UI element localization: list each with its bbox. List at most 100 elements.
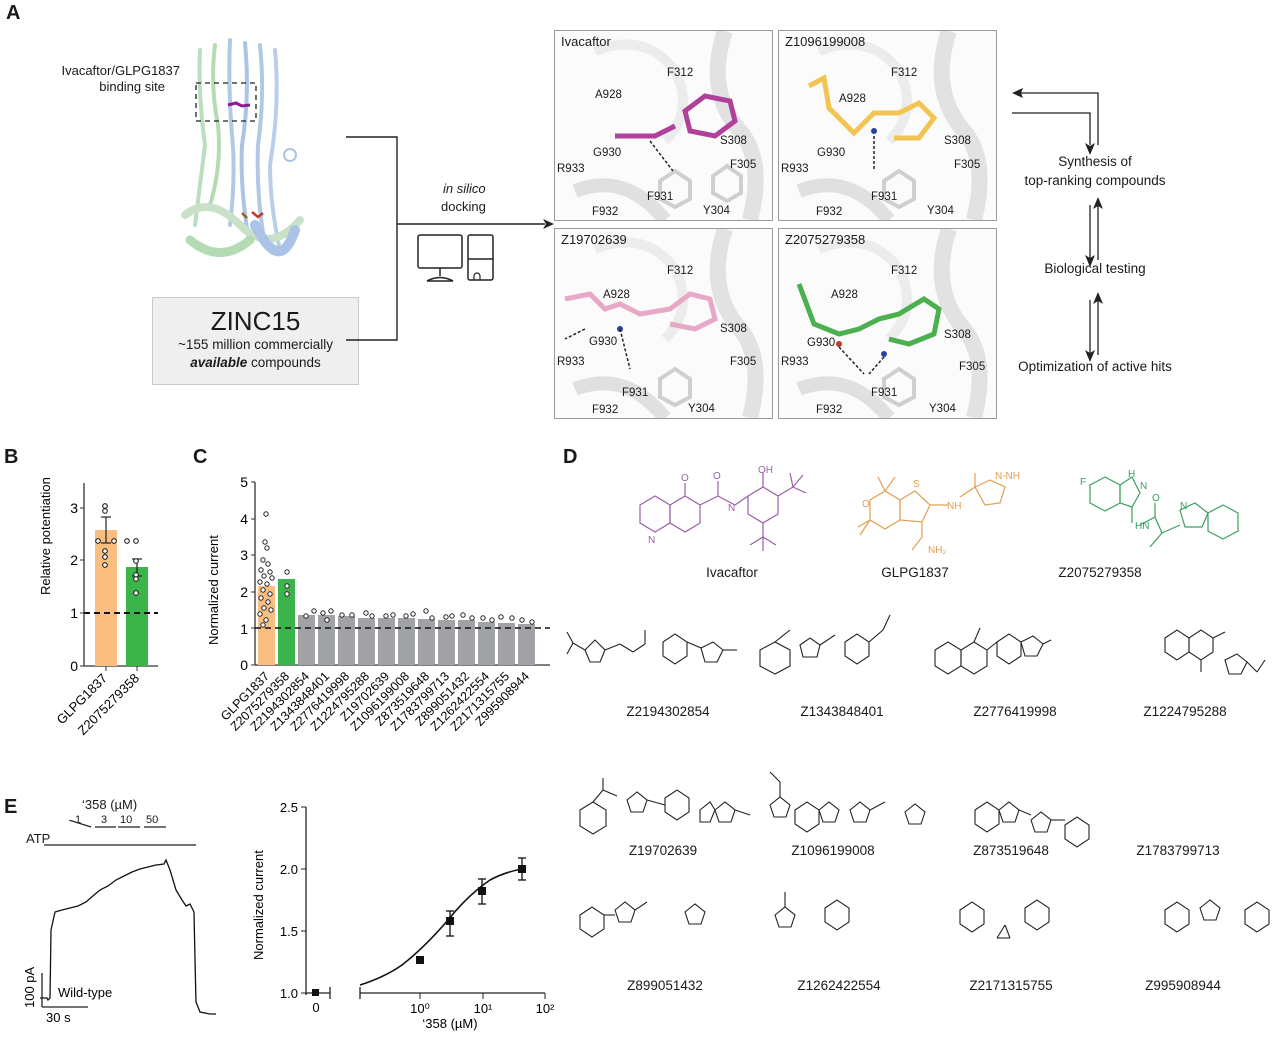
docking-panel-z19702639: Z19702639 F312 A928 S308 G930 R933 F305 … <box>554 228 773 419</box>
molecule-name: Z2776419998 <box>973 704 1057 719</box>
residue-label: G930 <box>817 147 846 159</box>
docking-pose-image <box>572 31 764 220</box>
atp-label: ATP <box>26 831 51 846</box>
svg-text:S: S <box>913 479 920 490</box>
residue-label: A928 <box>831 289 858 301</box>
residue-label: F305 <box>959 361 986 373</box>
molecule-name: Z899051432 <box>627 978 703 993</box>
molecule-name: Z873519648 <box>973 843 1049 858</box>
residue-label: F932 <box>816 206 843 218</box>
svg-text:OH: OH <box>758 465 773 476</box>
zinc15-available: available compounds <box>153 354 358 372</box>
cycle-step-optimization: Optimization of active hits <box>1018 359 1172 374</box>
svg-text:O: O <box>681 473 689 484</box>
residue-label: F305 <box>954 159 981 171</box>
residue-label: F932 <box>816 404 843 416</box>
svg-text:2.5: 2.5 <box>280 800 298 815</box>
molecule-name: GLPG1837 <box>881 565 949 580</box>
svg-text:N: N <box>1140 481 1147 492</box>
svg-text:N: N <box>728 503 735 514</box>
cycle-step-synthesis-line1: Synthesis of <box>1058 154 1132 169</box>
docking-pose-image <box>564 229 764 418</box>
svg-text:1.5: 1.5 <box>280 924 298 939</box>
panel-d-letter: D <box>563 446 578 468</box>
chart-e-xlabel: ‘358 (µM) <box>422 1016 477 1031</box>
residue-label: Y304 <box>688 403 715 415</box>
scale-bar-y-label: 100 pA <box>22 966 37 1008</box>
residue-label: F931 <box>622 387 649 399</box>
binding-site-label-line1: Ivacaftor/GLPG1837 <box>61 63 180 78</box>
docking-pose-image <box>796 229 988 418</box>
molecule-name: Z995908944 <box>1145 978 1221 993</box>
cycle-step-biological-testing: Biological testing <box>1044 261 1146 276</box>
residue-label: S308 <box>944 329 971 341</box>
computer-icon <box>417 234 494 282</box>
docking-panel-title: Z19702639 <box>561 232 627 247</box>
concentration-10: 10 <box>120 814 133 826</box>
residue-label: A928 <box>839 93 866 105</box>
molecule-name: Z1224795288 <box>1143 704 1227 719</box>
molecule-name: Z1783799713 <box>1136 843 1220 858</box>
current-trace-recording: 100 pA 30 s Wild-type <box>22 820 216 1025</box>
residue-label: Y304 <box>929 403 956 415</box>
svg-text:O: O <box>713 471 721 482</box>
docking-panel-title: Z1096199008 <box>785 34 866 49</box>
zinc15-database-box: ZINC15 ~155 million commercially availab… <box>152 297 359 385</box>
molecule-name: Z1096199008 <box>791 843 875 858</box>
docking-panel-z1096199008: Z1096199008 F312 A928 S308 G930 R933 F30… <box>778 30 997 221</box>
svg-text:2: 2 <box>240 584 248 600</box>
residue-label: F931 <box>871 387 898 399</box>
svg-text:3: 3 <box>70 500 78 516</box>
residue-label: G930 <box>589 336 618 348</box>
zinc15-title: ZINC15 <box>210 306 301 336</box>
residue-label: A928 <box>603 289 630 301</box>
svg-text:2.0: 2.0 <box>280 862 298 877</box>
svg-text:1: 1 <box>240 621 248 637</box>
molecule-name: Z2171315755 <box>969 978 1053 993</box>
residue-label: R933 <box>781 163 809 175</box>
panel-b-letter: B <box>4 446 19 468</box>
molecule-name: Z2075279358 <box>1058 565 1142 580</box>
residue-label: F305 <box>730 356 757 368</box>
optimization-cycle-arrows <box>1012 88 1103 362</box>
residue-label: F305 <box>730 159 757 171</box>
svg-text:10⁰: 10⁰ <box>410 1001 430 1016</box>
zinc15-count: ~155 million commercially <box>178 337 333 352</box>
svg-text:N-NH: N-NH <box>995 471 1020 482</box>
residue-label: F312 <box>667 265 694 277</box>
residue-label: F312 <box>891 67 918 79</box>
zinc15-compounds: compounds <box>247 355 321 370</box>
svg-text:0: 0 <box>312 1000 319 1015</box>
svg-text:F: F <box>1080 477 1086 488</box>
svg-text:4: 4 <box>240 511 248 527</box>
concentration-50: 50 <box>146 814 159 826</box>
cftr-structure-image <box>181 38 304 257</box>
docking-panel-z2075279358: Z2075279358 F312 A928 S308 G930 R933 F30… <box>778 228 997 419</box>
residue-label: G930 <box>807 337 836 349</box>
docking-panel-title: Ivacaftor <box>561 34 611 49</box>
docking-panel-ivacaftor: Ivacaftor F312 A928 S308 G930 R933 F305 … <box>554 30 773 221</box>
in-silico-label: in silico <box>443 181 486 196</box>
binding-site-label-line2: binding site <box>99 79 165 94</box>
residue-label: S308 <box>720 323 747 335</box>
svg-text:O: O <box>862 499 870 510</box>
residue-label: F932 <box>592 404 619 416</box>
chart-e-ylabel: Normalized current <box>251 850 266 960</box>
residue-label: F931 <box>647 191 674 203</box>
svg-text:2: 2 <box>70 552 78 568</box>
concentration-3: 3 <box>101 814 108 826</box>
residue-label: F312 <box>891 265 918 277</box>
residue-label: R933 <box>557 356 585 368</box>
svg-text:10¹: 10¹ <box>474 1001 493 1016</box>
molecule-name: Z1262422554 <box>797 978 881 993</box>
panel-c-letter: C <box>193 446 208 468</box>
svg-text:1.0: 1.0 <box>280 986 298 1001</box>
chart-c-ylabel: Normalized current <box>206 535 221 645</box>
residue-label: F312 <box>667 67 694 79</box>
panel-a-letter: A <box>6 2 21 24</box>
concentration-1: 1 <box>75 814 82 826</box>
residue-label: S308 <box>944 135 971 147</box>
